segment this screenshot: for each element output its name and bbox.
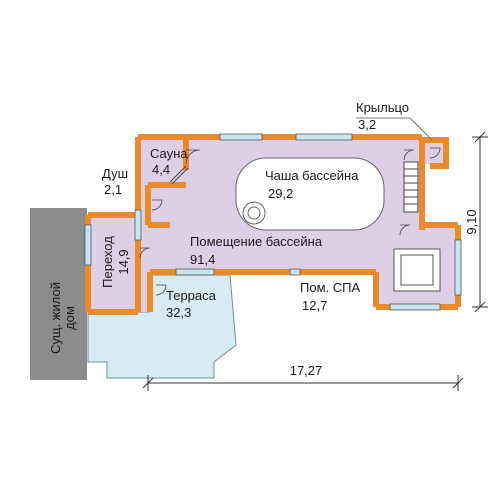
- pool-fountain-icon: [242, 201, 266, 225]
- sauna-name: Сауна: [150, 146, 188, 161]
- shower-area: 2,1: [104, 182, 122, 197]
- porch-name: Крыльцо: [356, 100, 409, 115]
- length-dimension-label: 17,27: [290, 363, 323, 378]
- pool-room-area: 91,4: [190, 252, 215, 267]
- pool-bowl-area: 29,2: [268, 186, 293, 201]
- depth-dimension-label: 9,10: [464, 209, 479, 234]
- stairs-icon: [403, 161, 419, 213]
- pool-fountain-inner: [247, 206, 261, 220]
- pool-bowl-name: Чаша бассейна: [265, 168, 359, 183]
- sauna-area: 4,4: [152, 162, 170, 177]
- pool-bowl: [235, 157, 385, 231]
- shower-name: Душ: [102, 166, 128, 181]
- windows: [84, 133, 462, 311]
- existing-house-block: [30, 208, 87, 380]
- pool-room-name: Помещение бассейна: [190, 234, 323, 249]
- existing-house-label-line1: Сущ. жилой: [48, 282, 63, 354]
- sauna-bench: [169, 165, 189, 185]
- passage-area: 14,9: [116, 249, 131, 274]
- existing-house-label-line2: дом: [62, 306, 77, 330]
- porch-floor: [422, 140, 446, 164]
- spa-name: Пом. СПА: [300, 280, 360, 295]
- passage-name: Переход: [100, 236, 115, 288]
- porch-area: 3,2: [358, 117, 376, 132]
- terrace-area: 32,3: [166, 305, 191, 320]
- jacuzzi-inner: [400, 254, 434, 286]
- terrace-name: Терраса: [166, 288, 217, 303]
- porch-leader-line: [356, 117, 433, 141]
- spa-area: 12,7: [302, 298, 327, 313]
- length-dimension: [142, 375, 464, 391]
- doors: [139, 147, 441, 296]
- jacuzzi-icon: [393, 248, 441, 292]
- depth-dimension: [472, 131, 488, 313]
